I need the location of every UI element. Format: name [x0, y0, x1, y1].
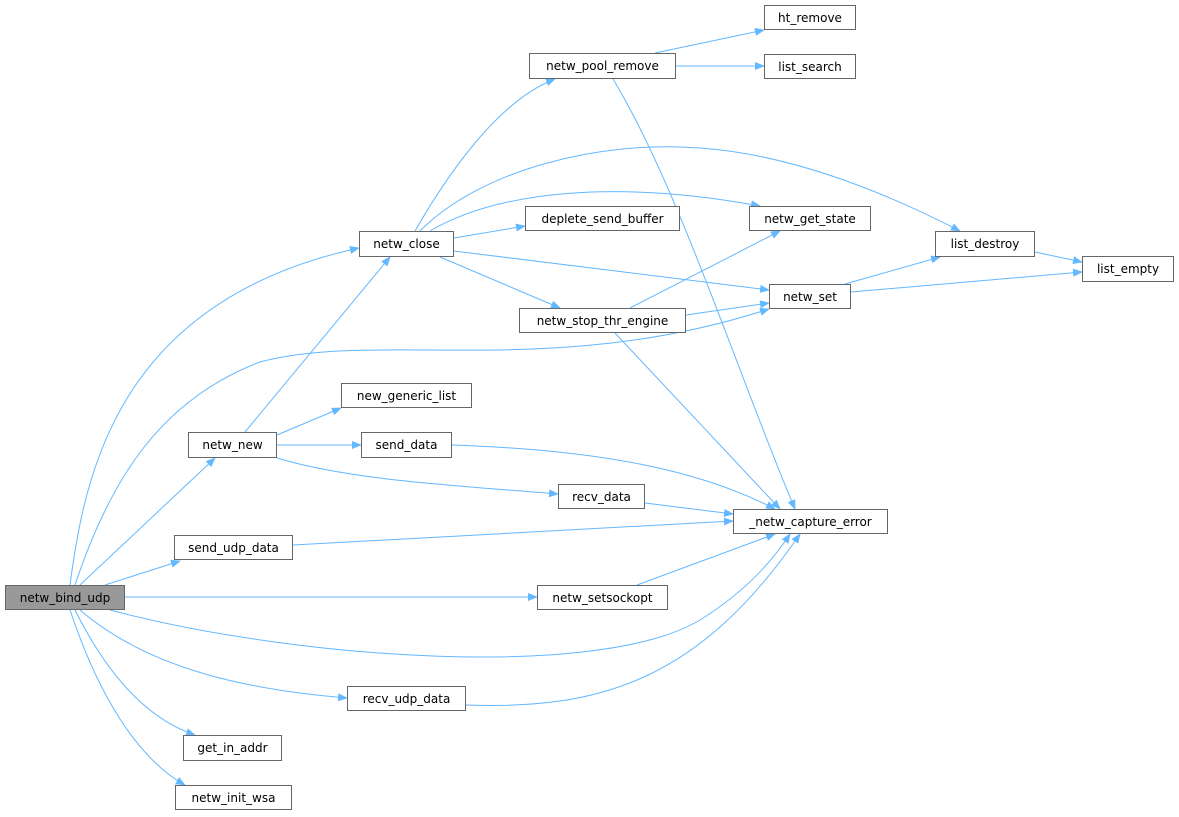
edge-netw_setsockopt-to-_netw_capture_error — [636, 533, 776, 586]
edge-netw_new-to-new_generic_list — [276, 407, 342, 436]
edge-netw_set-to-list_destroy — [844, 255, 941, 285]
node-get-in-addr[interactable]: get_in_addr — [183, 735, 282, 761]
edge-netw_bind_udp-to-netw_init_wsa — [69, 609, 186, 786]
edge-netw_pool_remove-to-ht_remove — [654, 27, 765, 54]
edge-netw_close-to-netw_set — [453, 250, 770, 293]
edge-recv_udp_data-to-_netw_capture_error — [465, 533, 801, 706]
node-ht-remove[interactable]: ht_remove — [764, 5, 856, 30]
edge-netw_bind_udp-to-netw_set — [74, 307, 770, 586]
edge-netw_close-to-netw_pool_remove — [414, 78, 556, 232]
node-send-data[interactable]: send_data — [361, 432, 452, 458]
edge-list_destroy-to-list_empty — [1034, 251, 1083, 265]
edge-recv_data-to-_netw_capture_error — [644, 502, 734, 517]
node-new-generic-list[interactable]: new_generic_list — [341, 383, 472, 408]
edge-netw_close-to-netw_stop_thr_engine — [439, 256, 561, 309]
node-netw-close[interactable]: netw_close — [359, 231, 454, 257]
node-netw-setsockopt[interactable]: netw_setsockopt — [537, 585, 668, 610]
edge-netw_bind_udp-to-send_udp_data — [104, 559, 181, 586]
edge-netw_bind_udp-to-netw_new — [79, 457, 216, 586]
edge-netw_bind_udp-to-get_in_addr — [74, 609, 196, 736]
node-recv-data[interactable]: recv_data — [558, 484, 645, 509]
node-netw-capture-error[interactable]: _netw_capture_error — [733, 509, 888, 534]
edge-netw_close-to-deplete_send_buffer — [453, 223, 526, 239]
node-recv-udp-data[interactable]: recv_udp_data — [347, 686, 466, 711]
edge-netw_close-to-list_destroy — [419, 146, 961, 232]
edge-netw_close-to-netw_get_state — [429, 191, 761, 232]
node-netw-pool-remove[interactable]: netw_pool_remove — [529, 53, 676, 79]
edge-netw_new-to-recv_data — [276, 457, 559, 498]
node-list-destroy[interactable]: list_destroy — [935, 231, 1035, 257]
edge-netw_stop_thr_engine-to-netw_set — [685, 300, 770, 316]
node-list-empty[interactable]: list_empty — [1082, 256, 1174, 282]
node-netw-new[interactable]: netw_new — [188, 432, 277, 458]
edge-send_udp_data-to-_netw_capture_error — [292, 517, 734, 546]
node-netw-stop-thr-engine[interactable]: netw_stop_thr_engine — [519, 308, 686, 333]
node-netw-get-state[interactable]: netw_get_state — [749, 206, 871, 231]
node-netw-init-wsa[interactable]: netw_init_wsa — [175, 785, 292, 810]
node-deplete-send-buffer[interactable]: deplete_send_buffer — [525, 206, 680, 231]
node-netw-set[interactable]: netw_set — [769, 284, 851, 309]
node-send-udp-data[interactable]: send_udp_data — [174, 535, 293, 560]
edge-netw_stop_thr_engine-to-netw_get_state — [629, 230, 781, 309]
node-netw-bind-udp[interactable]: netw_bind_udp — [5, 585, 125, 610]
edge-netw_bind_udp-to-_netw_capture_error — [109, 533, 791, 658]
edge-netw_stop_thr_engine-to-_netw_capture_error — [614, 332, 781, 510]
edge-send_data-to-_netw_capture_error — [451, 444, 776, 510]
edge-netw_bind_udp-to-recv_udp_data — [79, 609, 348, 702]
edge-netw_pool_remove-to-_netw_capture_error — [612, 78, 796, 510]
edge-netw_new-to-netw_close — [244, 256, 391, 433]
edge-netw_set-to-list_empty — [850, 268, 1083, 293]
edge-netw_bind_udp-to-netw_close — [69, 246, 360, 586]
node-list-search[interactable]: list_search — [764, 54, 856, 79]
